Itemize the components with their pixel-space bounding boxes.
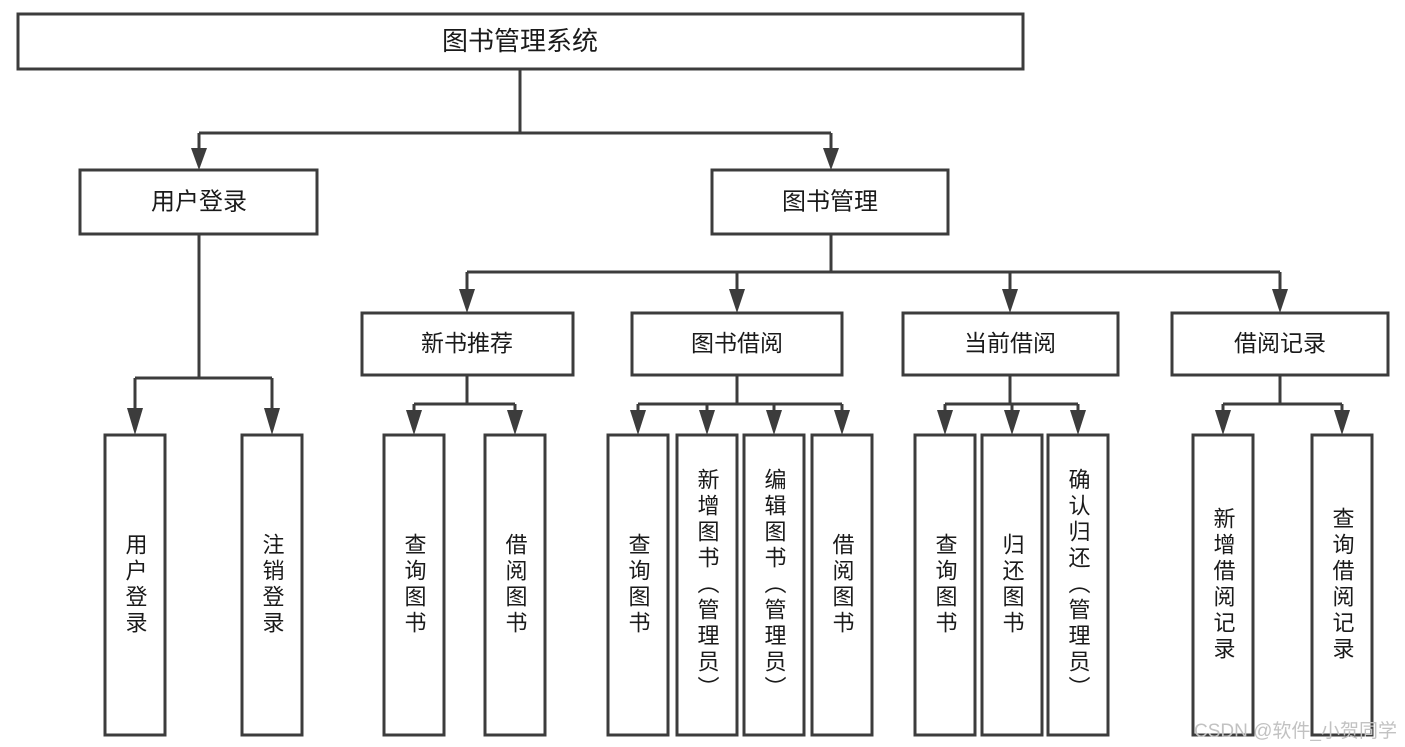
arrow-head-borrow-record	[1272, 289, 1288, 313]
node-book-borrow[interactable]: 图书借阅	[630, 311, 844, 377]
leaf-return-book-label: 归还图书	[1000, 533, 1025, 637]
node-book-borrow-box[interactable]	[630, 311, 844, 377]
edges-user-login-to-leaves	[127, 234, 280, 435]
leaf-query-book-current-box[interactable]	[913, 433, 977, 737]
leaf-query-book-recommend-box[interactable]	[382, 433, 446, 737]
arrow-head-leaf-add-record	[1215, 410, 1231, 435]
node-book-manage-box[interactable]	[710, 168, 950, 236]
leaf-query-borrow-record[interactable]: 查询借阅记录	[1310, 433, 1374, 737]
leaf-user-login-box[interactable]	[103, 433, 167, 737]
node-user-login-box[interactable]	[78, 168, 319, 236]
arrow-head-leaf-confirm-return	[1070, 410, 1086, 435]
leaf-add-borrow-record-label: 新增借阅记录	[1211, 507, 1236, 663]
leaf-query-book-borrow-label: 查询图书	[626, 533, 651, 637]
edges-book-borrow-to-leaves	[630, 375, 850, 435]
leaf-return-book[interactable]: 归还图书	[980, 433, 1044, 737]
leaf-query-book-current-label: 查询图书	[933, 533, 958, 637]
arrow-head-leaf-borrow-book-a	[507, 410, 523, 435]
arrow-head-leaf-query-book-a	[406, 410, 422, 435]
arrow-head-leaf-query-book-c	[937, 410, 953, 435]
node-root[interactable]: 图书管理系统	[16, 12, 1025, 71]
edges-borrow-record-to-leaves	[1215, 375, 1350, 435]
leaf-borrow-book-recommend[interactable]: 借阅图书	[483, 433, 547, 737]
leaf-query-book-current[interactable]: 查询图书	[913, 433, 977, 737]
node-new-book-recommend[interactable]: 新书推荐	[360, 311, 575, 377]
leaf-confirm-return-box[interactable]	[1046, 433, 1110, 737]
edges-root-to-level1	[191, 69, 839, 170]
arrow-head-leaf-add-book	[699, 410, 715, 435]
edges-current-borrow-to-leaves	[937, 375, 1086, 435]
leaf-borrow-book-recommend-box[interactable]	[483, 433, 547, 737]
leaf-edit-book-box[interactable]	[742, 433, 806, 737]
arrow-head-new-book-recommend	[459, 289, 475, 313]
arrow-head-leaf-return-book	[1004, 410, 1020, 435]
node-new-book-recommend-box[interactable]	[360, 311, 575, 377]
node-root-label: 图书管理系统	[442, 26, 598, 56]
arrow-head-leaf-edit-book	[766, 410, 782, 435]
edges-book-manage-to-level2	[459, 234, 1288, 313]
node-borrow-record-label: 借阅记录	[1234, 330, 1326, 356]
leaf-edit-book[interactable]: 编辑图书（管理员）	[742, 433, 806, 737]
arrow-head-leaf-logout	[264, 408, 280, 435]
leaf-query-borrow-record-box[interactable]	[1310, 433, 1374, 737]
leaf-query-book-borrow[interactable]: 查询图书	[606, 433, 670, 737]
edges-new-book-to-leaves	[406, 375, 523, 435]
arrow-head-leaf-borrow-book-b	[834, 410, 850, 435]
leaf-query-book-borrow-box[interactable]	[606, 433, 670, 737]
leaf-logout-box[interactable]	[240, 433, 304, 737]
csdn-watermark: CSDN @软件_小贺同学	[1194, 721, 1397, 742]
leaf-borrow-book[interactable]: 借阅图书	[810, 433, 874, 737]
leaf-query-borrow-record-label: 查询借阅记录	[1330, 507, 1355, 663]
node-book-manage[interactable]: 图书管理	[710, 168, 950, 236]
leaf-query-book-recommend-label: 查询图书	[402, 533, 427, 637]
node-new-book-recommend-label: 新书推荐	[421, 330, 513, 356]
leaf-confirm-return[interactable]: 确认归还（管理员）	[1046, 433, 1110, 737]
leaf-confirm-return-label: 确认归还（管理员）	[1066, 468, 1091, 702]
node-borrow-record-box[interactable]	[1170, 311, 1390, 377]
leaf-user-login[interactable]: 用户登录	[103, 433, 167, 737]
leaf-borrow-book-recommend-label: 借阅图书	[503, 533, 528, 637]
leaf-edit-book-label: 编辑图书（管理员）	[762, 468, 787, 702]
leaf-add-book-box[interactable]	[675, 433, 739, 737]
leaf-user-login-label: 用户登录	[123, 533, 148, 637]
leaf-return-book-box[interactable]	[980, 433, 1044, 737]
arrow-head-book-borrow	[729, 289, 745, 313]
leaf-logout-label: 注销登录	[260, 533, 285, 637]
leaf-add-borrow-record-box[interactable]	[1191, 433, 1255, 737]
node-borrow-record[interactable]: 借阅记录	[1170, 311, 1390, 377]
leaf-add-book[interactable]: 新增图书（管理员）	[675, 433, 739, 737]
arrow-head-leaf-user-login	[127, 408, 143, 435]
arrow-head-leaf-query-record	[1334, 410, 1350, 435]
node-book-borrow-label: 图书借阅	[691, 330, 783, 356]
node-user-login-label: 用户登录	[151, 188, 247, 215]
node-book-manage-label: 图书管理	[782, 188, 878, 215]
arrow-head-leaf-query-book-b	[630, 410, 646, 435]
leaf-borrow-book-box[interactable]	[810, 433, 874, 737]
arrow-head-book-manage	[823, 148, 839, 170]
node-current-borrow[interactable]: 当前借阅	[901, 311, 1120, 377]
node-current-borrow-label: 当前借阅	[964, 330, 1056, 356]
leaf-add-borrow-record[interactable]: 新增借阅记录	[1191, 433, 1255, 737]
leaf-logout[interactable]: 注销登录	[240, 433, 304, 737]
node-current-borrow-box[interactable]	[901, 311, 1120, 377]
node-root-box[interactable]	[16, 12, 1025, 71]
arrow-head-current-borrow	[1002, 289, 1018, 313]
arrow-head-user-login	[191, 148, 207, 170]
leaf-query-book-recommend[interactable]: 查询图书	[382, 433, 446, 737]
node-user-login[interactable]: 用户登录	[78, 168, 319, 236]
leaf-add-book-label: 新增图书（管理员）	[695, 468, 720, 702]
leaf-borrow-book-label: 借阅图书	[830, 533, 855, 637]
